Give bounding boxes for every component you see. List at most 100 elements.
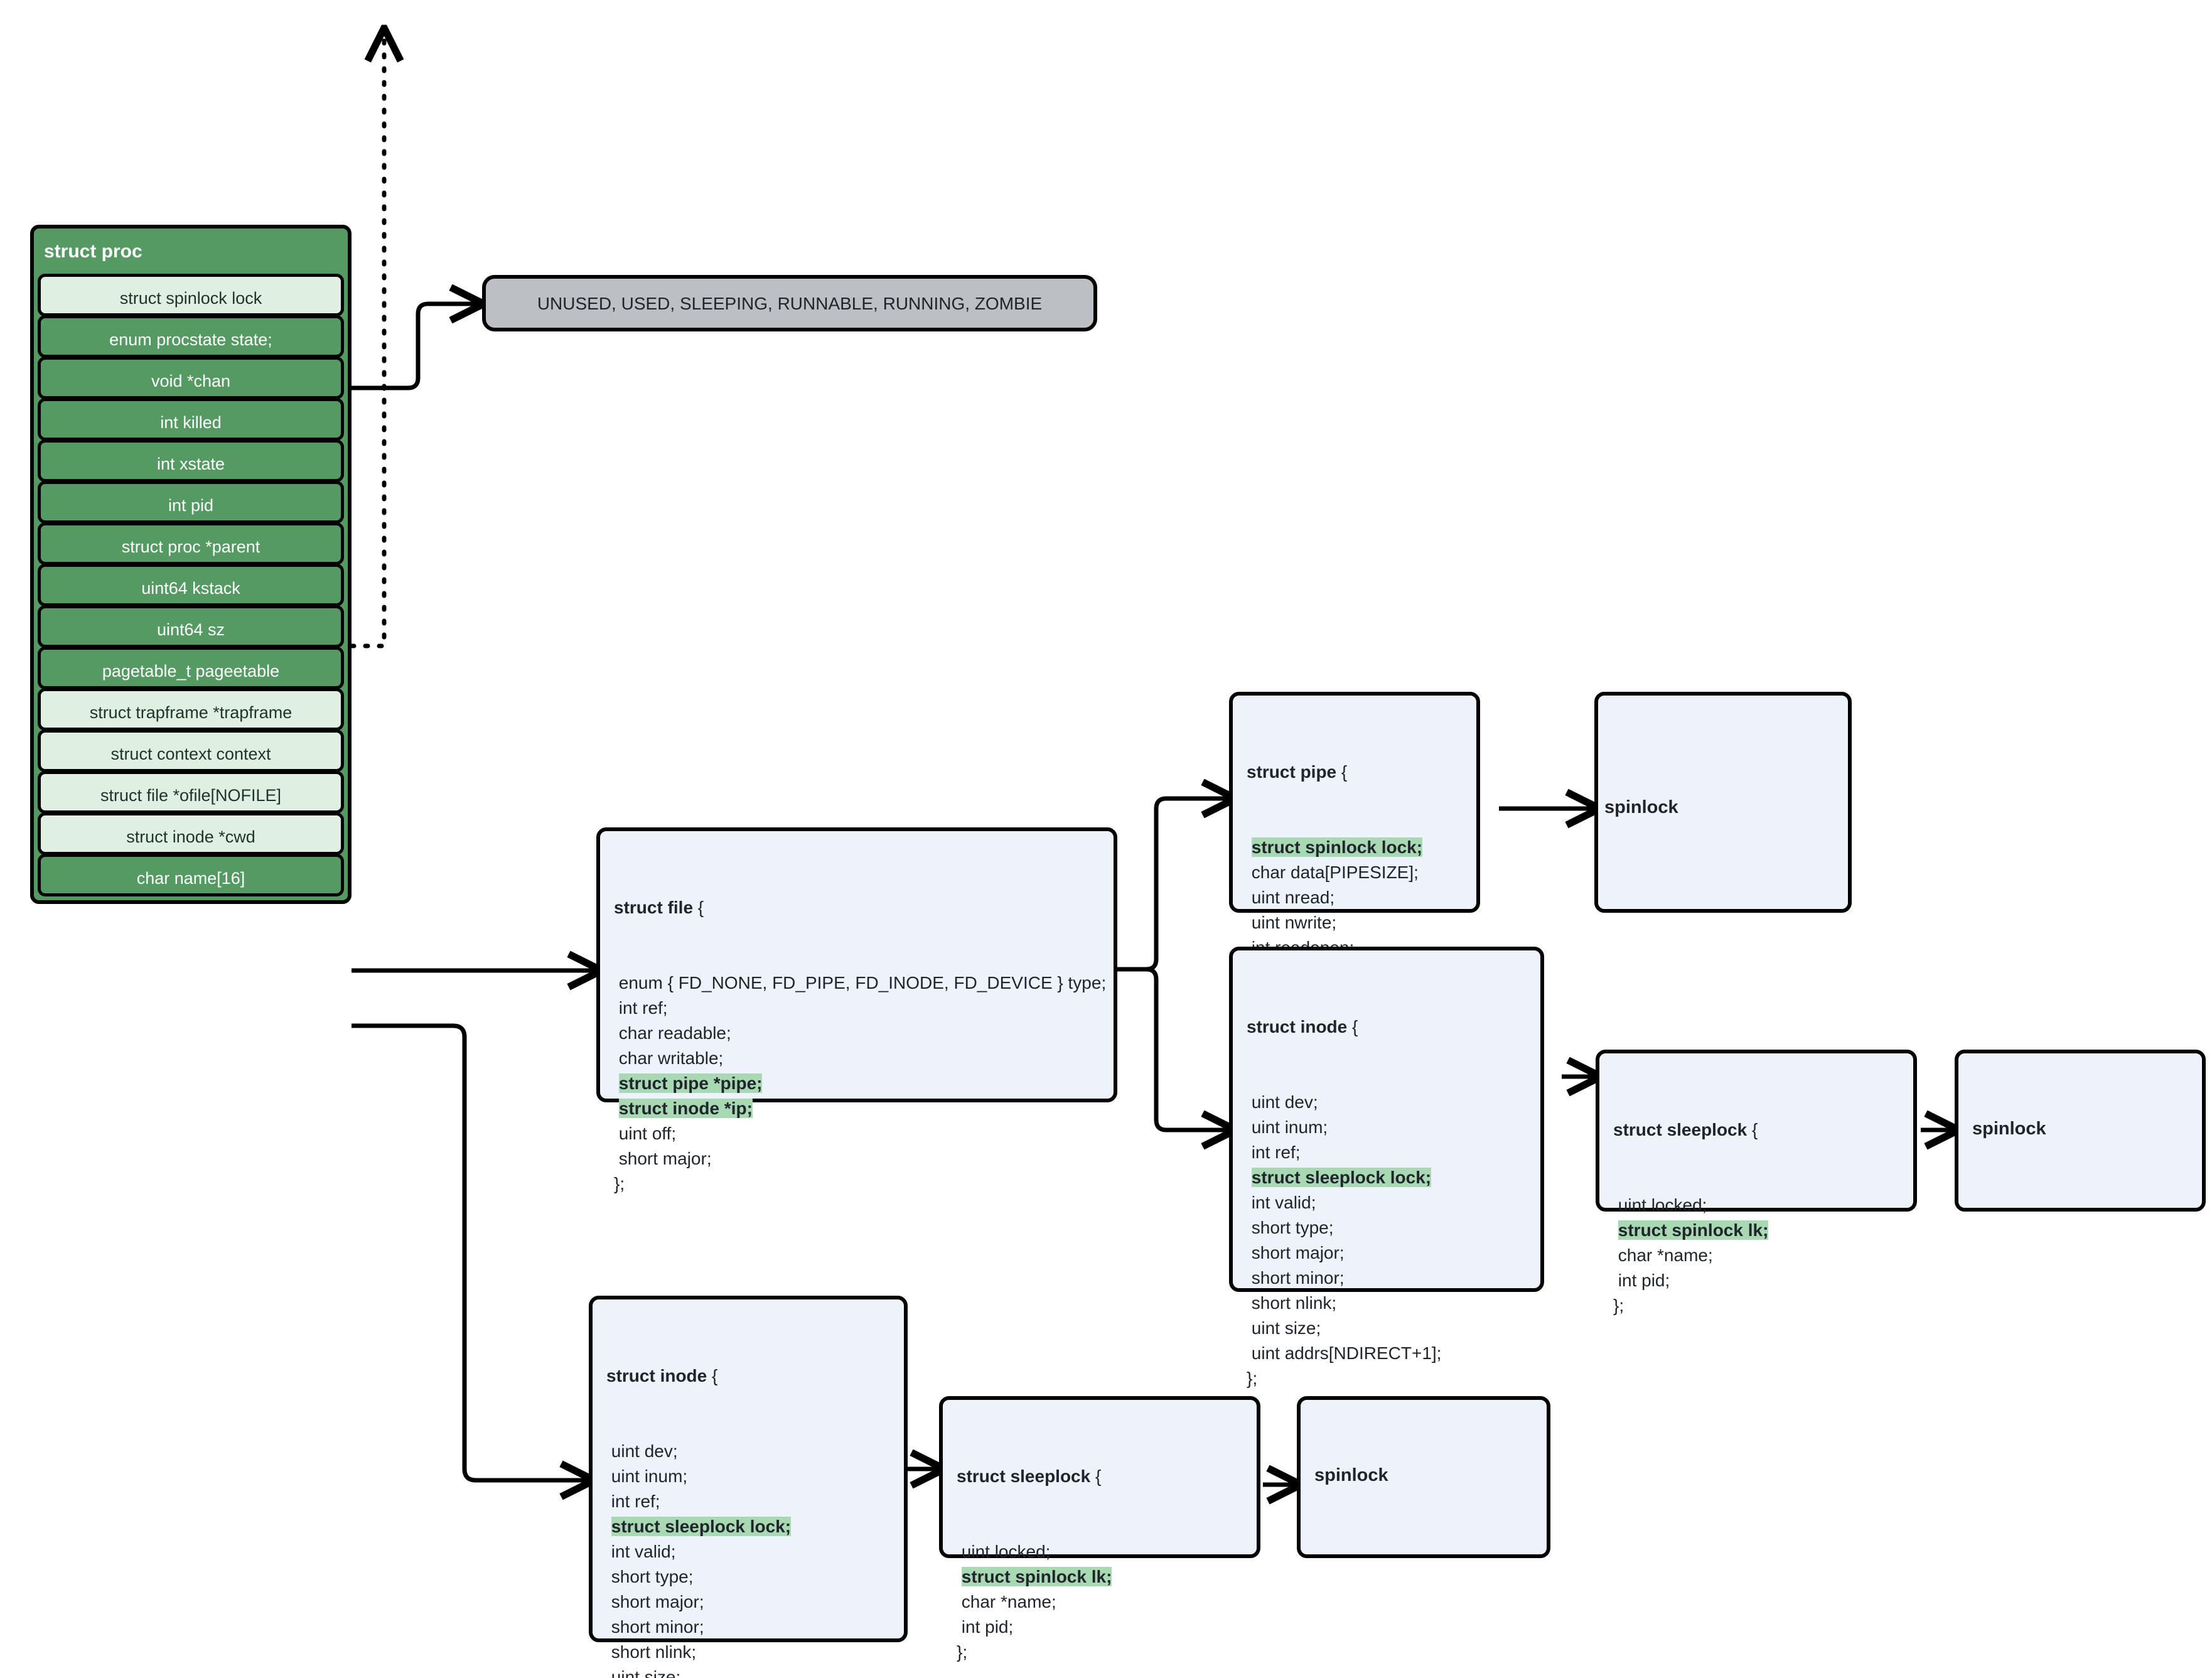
highlighted-field: struct inode *ip; [618,1099,753,1118]
struct-file-box: struct file { enum { FD_NONE, FD_PIPE, F… [596,827,1117,1193]
struct-inode-bottom-box: struct inode { uint dev; uint inum; int … [589,1296,908,1678]
struct-proc-title: struct proc [44,241,142,262]
highlighted-field: struct spinlock lk; [1618,1220,1769,1240]
code-line: short major; [614,1149,712,1168]
struct-proc-row: enum procstate state; [38,315,344,358]
struct-proc-row: int pid [38,481,344,524]
code-line: uint locked; [957,1542,1051,1561]
struct-inode-bottom-brace: { [707,1366,718,1385]
code-line: char *name; [957,1592,1056,1611]
spinlock-box-bottom: spinlock [1297,1396,1550,1558]
struct-sleeplock-top-box: struct sleeplock { uint locked; struct s… [1596,1050,1917,1315]
highlighted-field: struct pipe *pipe; [618,1073,763,1093]
code-line: uint dev; [606,1441,678,1461]
spinlock-box-sleeplock-top: spinlock [1955,1050,2206,1212]
struct-proc-row: struct context context [38,729,344,772]
code-line: short major; [606,1592,704,1611]
struct-inode-bottom-code: struct inode { uint dev; uint inum; int … [593,1299,904,1678]
code-line: int pid; [957,1617,1014,1637]
code-line: uint addrs[NDIRECT+1]; [1247,1343,1442,1363]
code-line: uint inum; [1247,1117,1328,1137]
code-line: struct spinlock lock; [1247,835,1464,860]
code-line: int valid; [606,1542,676,1561]
code-line: uint dev; [1247,1092,1318,1112]
code-line: uint size; [1247,1318,1321,1338]
struct-inode-top-lines: uint dev; uint inum; int ref; struct sle… [1247,1090,1528,1391]
code-line: uint inum; [606,1466,688,1486]
struct-proc-row: struct proc *parent [38,522,344,565]
struct-sleeplock-top-lines: uint locked; struct spinlock lk; char *n… [1613,1193,1901,1318]
spinlock-box-sleeplock-top-label: spinlock [1972,1119,2046,1139]
struct-proc-row: uint64 kstack [38,564,344,606]
struct-pipe-brace: { [1336,762,1348,782]
struct-pipe-header: struct pipe [1247,762,1337,782]
code-line: uint locked; [1613,1195,1707,1215]
struct-proc-row: struct trapframe *trapframe [38,688,344,731]
code-line: }; [1613,1296,1624,1315]
struct-pipe-box: struct pipe { struct spinlock lock; char… [1229,692,1480,1008]
code-line: uint off; [614,1124,677,1143]
struct-file-brace: { [693,898,704,917]
struct-inode-top-brace: { [1347,1017,1358,1036]
struct-file-header: struct file [614,898,694,917]
struct-file-code: struct file { enum { FD_NONE, FD_PIPE, F… [600,831,1114,1258]
procstate-enum-box: UNUSED, USED, SLEEPING, RUNNABLE, RUNNIN… [482,275,1097,331]
spinlock-label-pipe-text: spinlock [1604,797,1678,817]
code-line: short type; [1247,1218,1334,1237]
code-line: struct spinlock lk; [957,1564,1244,1589]
code-line: short minor; [1247,1268,1345,1288]
struct-sleeplock-bottom-header: struct sleeplock [957,1466,1091,1486]
connector-state-to-enum [352,304,477,390]
struct-proc-row: int killed [38,398,344,441]
connector-cwd-to-inode [352,1023,588,1480]
struct-inode-top-box: struct inode { uint dev; uint inum; int … [1229,947,1544,1388]
struct-sleeplock-bottom-brace: { [1090,1466,1102,1486]
struct-inode-bottom-header: struct inode [606,1366,707,1385]
struct-sleeplock-bottom-lines: uint locked; struct spinlock lk; char *n… [957,1539,1244,1665]
code-line: struct inode *ip; [614,1096,1101,1121]
struct-proc-row: pagetable_t pageetable [38,647,344,689]
struct-proc-row: struct file *ofile[NOFILE] [38,771,344,814]
highlighted-field: struct sleeplock lock; [1251,1168,1432,1187]
spinlock-label-pipe: spinlock [1604,797,1678,818]
struct-inode-bottom-lines: uint dev; uint inum; int ref; struct sle… [606,1439,891,1678]
spinlock-box-pipe [1594,692,1852,913]
code-line: int ref; [606,1492,660,1511]
code-line: char *name; [1613,1245,1713,1265]
code-line: enum { FD_NONE, FD_PIPE, FD_INODE, FD_DE… [614,973,1107,992]
code-line: }; [614,1174,625,1193]
code-line: }; [1247,1369,1258,1388]
struct-sleeplock-bottom-box: struct sleeplock { uint locked; struct s… [939,1396,1260,1662]
struct-file-lines: enum { FD_NONE, FD_PIPE, FD_INODE, FD_DE… [614,971,1107,1197]
code-line: int pid; [1613,1271,1670,1290]
highlighted-field: struct spinlock lock; [1251,837,1423,857]
struct-proc-row: struct inode *cwd [38,812,344,855]
code-line: }; [957,1642,968,1662]
code-line: short minor; [606,1617,704,1637]
code-line: uint nwrite; [1247,913,1337,932]
code-line: uint nread; [1247,888,1335,907]
code-line: short nlink; [606,1642,697,1662]
highlighted-field: struct sleeplock lock; [611,1517,792,1536]
struct-proc-row: struct spinlock lock [38,274,344,316]
connector-file-to-pipe-inode [1116,799,1229,1130]
struct-sleeplock-top-code: struct sleeplock { uint locked; struct s… [1599,1053,1913,1380]
code-line: char writable; [614,1048,724,1068]
struct-sleeplock-bottom-code: struct sleeplock { uint locked; struct s… [943,1400,1257,1678]
procstate-enum-text: UNUSED, USED, SLEEPING, RUNNABLE, RUNNIN… [537,294,1043,313]
code-line: struct sleeplock lock; [606,1514,891,1539]
code-line: struct sleeplock lock; [1247,1165,1528,1190]
struct-inode-top-header: struct inode [1247,1017,1348,1036]
spinlock-box-bottom-label: spinlock [1314,1465,1388,1485]
code-line: int ref; [614,998,668,1018]
spinlock-box-pipe-label [1598,696,1848,790]
code-line: short type; [606,1567,694,1586]
connector-parent-dotted [349,35,384,648]
struct-proc-row: char name[16] [38,854,344,896]
code-line: struct pipe *pipe; [614,1071,1101,1096]
struct-proc-row: int xstate [38,439,344,482]
code-line: short nlink; [1247,1293,1337,1313]
